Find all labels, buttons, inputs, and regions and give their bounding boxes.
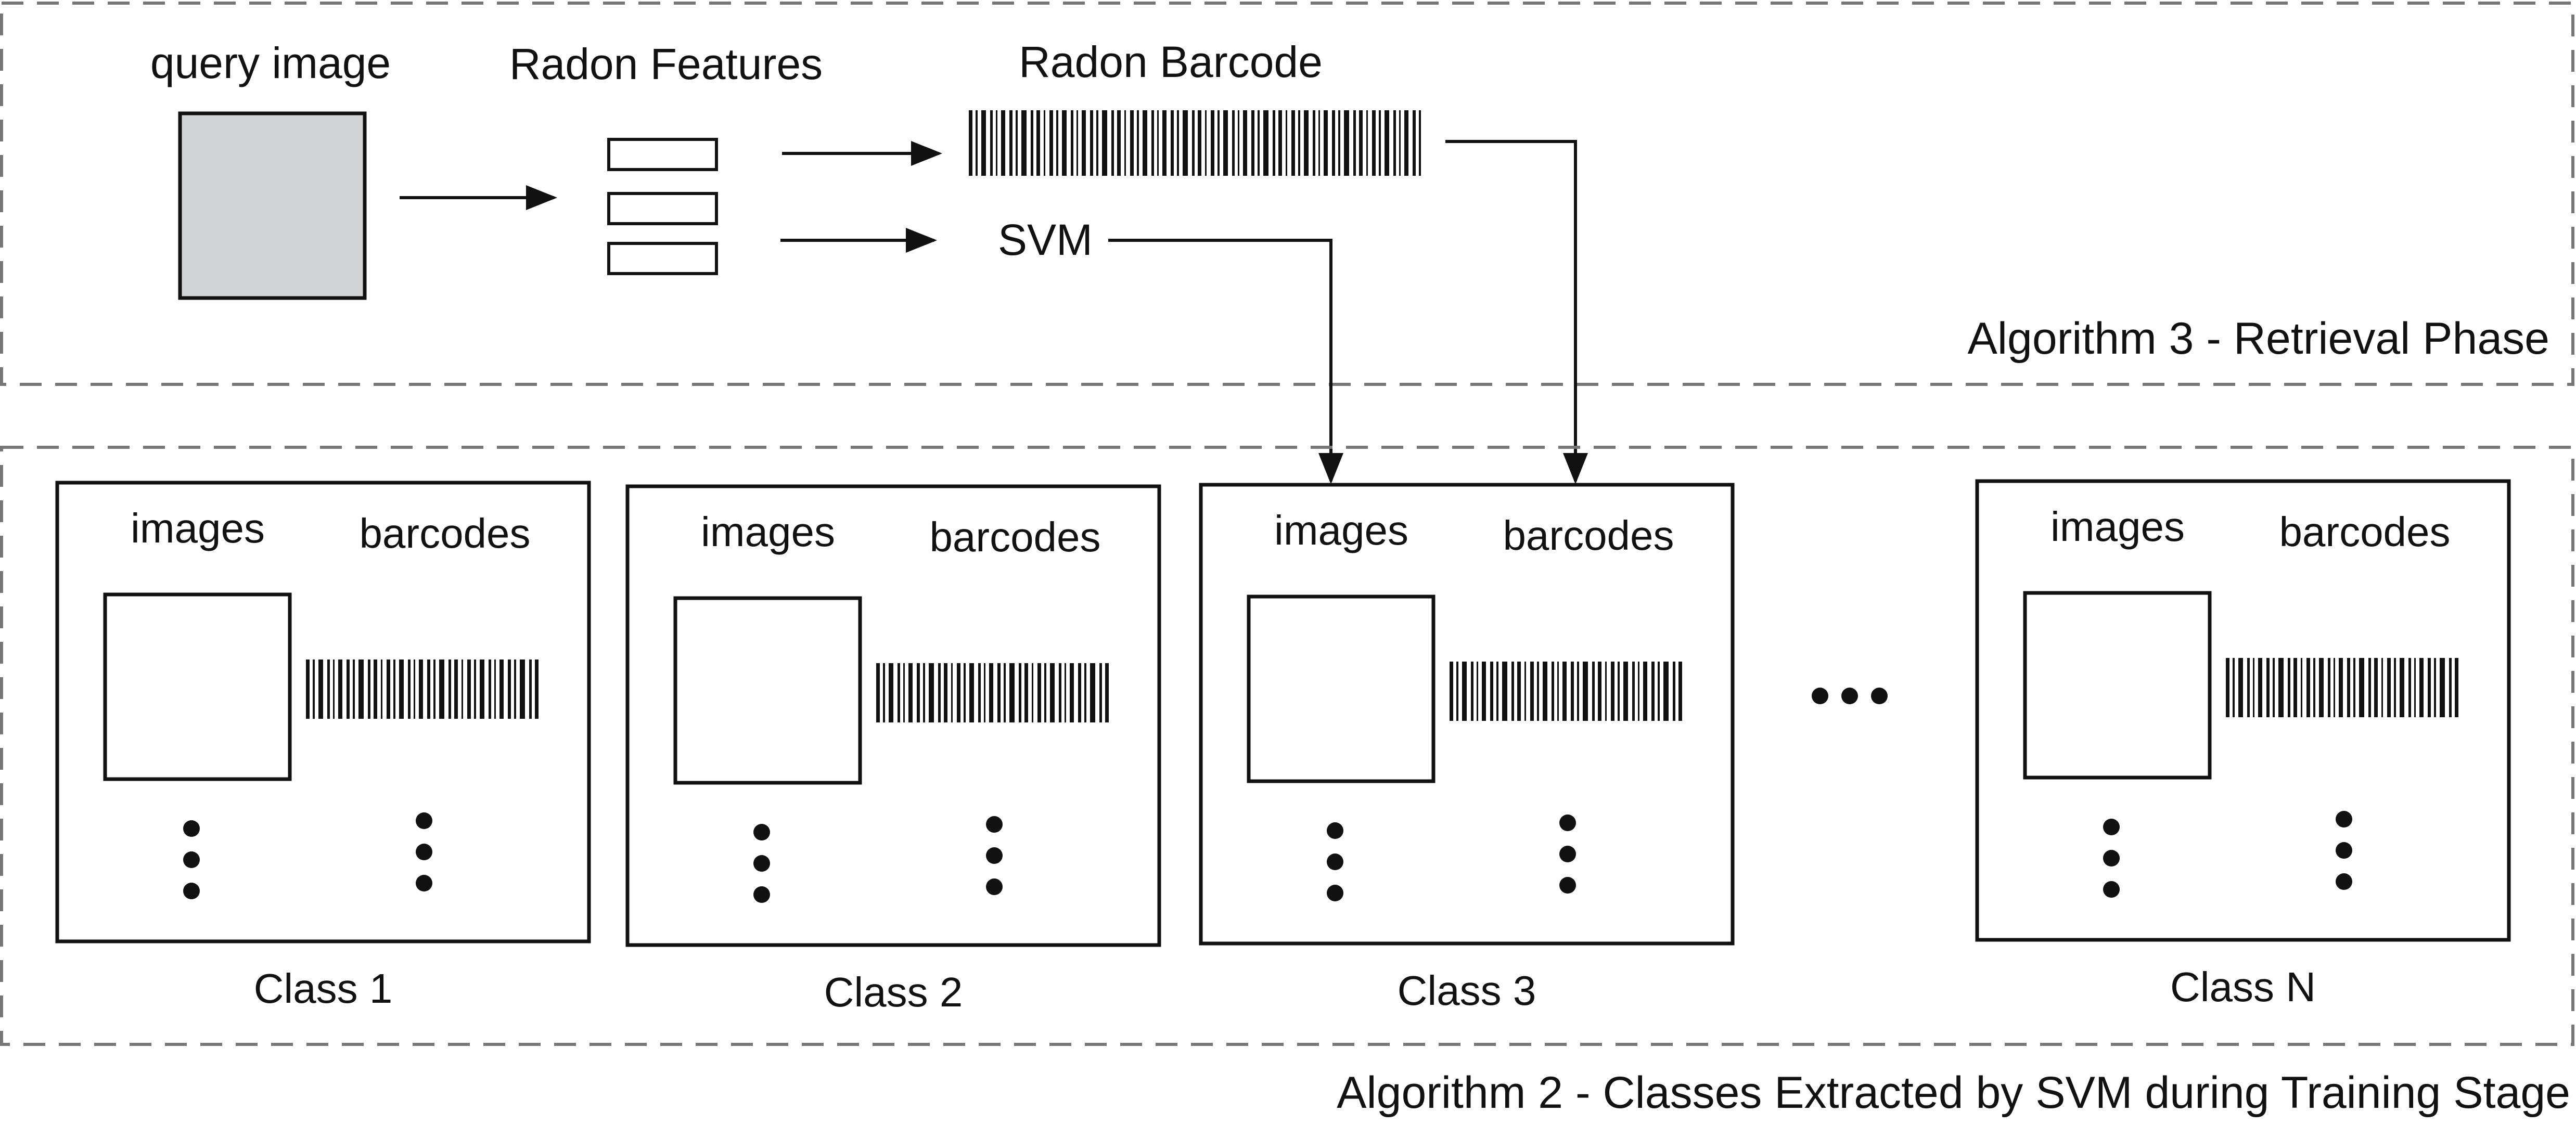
vertical-ellipsis-icon	[2336, 811, 2352, 890]
arrow-svm-to-class-3	[1108, 239, 1343, 484]
radon-barcode-label: Radon Barcode	[1019, 37, 1323, 86]
barcode	[306, 660, 539, 719]
barcode	[876, 663, 1109, 722]
barcode	[1450, 662, 1682, 721]
image-thumbnail	[103, 592, 292, 781]
class-name: Class 3	[1398, 967, 1536, 1014]
retrieval-phase-region	[0, 2, 2574, 386]
class-name: Class N	[2170, 964, 2316, 1010]
vertical-ellipsis-icon	[183, 820, 200, 899]
barcode	[2226, 658, 2458, 717]
barcodes-label: barcodes	[359, 510, 530, 557]
training-stage-label: Algorithm 2 - Classes Extracted by SVM d…	[1337, 1068, 2570, 1118]
svm-label: SVM	[998, 215, 1093, 264]
radon-barcode	[969, 110, 1421, 176]
barcodes-label: barcodes	[2279, 509, 2450, 555]
class-card-frame	[55, 481, 591, 943]
class-card-frame	[625, 484, 1161, 947]
vertical-ellipsis-icon	[2103, 819, 2120, 898]
ellipsis-more-classes	[1812, 688, 1888, 704]
vertical-ellipsis-icon	[753, 824, 770, 903]
class-name: Class 1	[254, 965, 393, 1012]
arrow-barcode-to-class-3	[1445, 140, 1588, 484]
class-name: Class 2	[824, 969, 963, 1015]
images-label: images	[1274, 507, 1408, 553]
query-image-label: query image	[150, 38, 391, 87]
vertical-ellipsis-icon	[1559, 814, 1576, 894]
retrieval-phase-label: Algorithm 3 - Retrieval Phase	[1968, 314, 2549, 364]
image-thumbnail	[1247, 594, 1436, 783]
vertical-ellipsis-icon	[986, 816, 1003, 895]
image-thumbnail	[673, 596, 862, 785]
barcodes-label: barcodes	[929, 514, 1100, 560]
class-card-frame	[1199, 483, 1735, 946]
images-label: images	[2050, 503, 2185, 550]
radon-features-icon	[607, 138, 718, 275]
barcodes-label: barcodes	[1503, 512, 1674, 559]
class-card-frame	[1975, 479, 2511, 942]
vertical-ellipsis-icon	[1327, 822, 1343, 901]
images-label: images	[701, 509, 835, 555]
vertical-ellipsis-icon	[416, 812, 432, 891]
image-thumbnail	[2023, 591, 2212, 780]
images-label: images	[131, 505, 265, 551]
query-image	[178, 111, 367, 300]
radon-features-label: Radon Features	[509, 40, 823, 88]
training-stage-region	[0, 446, 2574, 1046]
